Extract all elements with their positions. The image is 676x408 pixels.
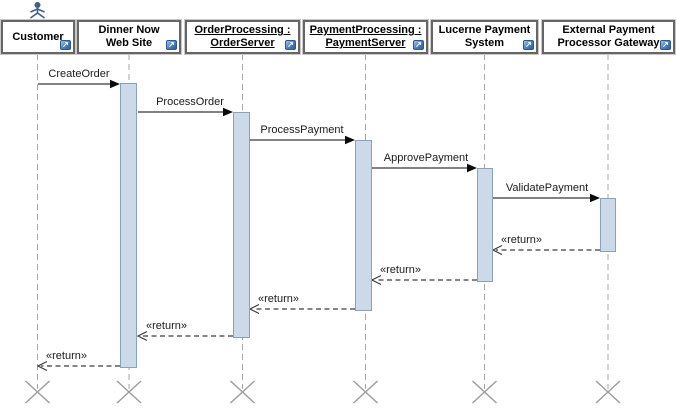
lifeline-label: Web Site: [105, 37, 153, 49]
message-label-create-order: CreateOrder: [48, 68, 110, 80]
lifeline-label: PaymentProcessing :: [309, 24, 422, 36]
navigate-icon[interactable]: ↗: [60, 40, 71, 50]
lifeline-head-dinner-now[interactable]: Dinner Now Web Site ↗: [77, 20, 181, 54]
navigate-icon[interactable]: ↗: [523, 40, 534, 50]
activation-bar-dinner-now[interactable]: [120, 83, 137, 368]
message-approve-payment-arrow[interactable]: [372, 163, 477, 173]
return-external-to-lucerne-arrow[interactable]: [491, 244, 600, 256]
message-label-process-payment: ProcessPayment: [260, 124, 344, 136]
message-label-process-order: ProcessOrder: [156, 96, 224, 108]
message-create-order-arrow[interactable]: [38, 79, 120, 89]
lifeline-head-order-processing[interactable]: OrderProcessing : OrderServer ↗: [185, 20, 300, 54]
activation-bar-lucerne[interactable]: [477, 168, 493, 282]
lifeline-label: PaymentServer: [325, 37, 406, 49]
lifeline-head-lucerne[interactable]: Lucerne Payment System ↗: [431, 20, 538, 54]
activation-bar-order-processing[interactable]: [233, 112, 250, 338]
lifeline-label: Lucerne Payment: [438, 24, 531, 36]
x-icon-order-processing: [230, 380, 255, 404]
message-label-return-1: «return»: [501, 234, 542, 246]
actor-icon: [30, 2, 45, 19]
x-icon-payment-processing: [353, 380, 378, 404]
message-label-validate-payment: ValidatePayment: [505, 182, 589, 194]
lifeline-label: Customer: [12, 30, 64, 43]
message-label-approve-payment: ApprovePayment: [383, 152, 469, 164]
message-label-return-5: «return»: [46, 350, 87, 362]
lifeline-label: System: [464, 37, 505, 49]
x-icon-customer: [25, 380, 50, 404]
message-label-return-4: «return»: [146, 320, 187, 332]
return-lucerne-to-payment-arrow[interactable]: [370, 274, 477, 286]
navigate-icon[interactable]: ↗: [413, 40, 424, 50]
message-label-return-3: «return»: [258, 293, 299, 305]
activation-bar-external-gateway[interactable]: [600, 198, 616, 252]
return-messages[interactable]: [36, 244, 600, 372]
return-order-to-dinnernow-arrow[interactable]: [136, 330, 233, 342]
navigate-icon[interactable]: ↗: [660, 40, 671, 50]
lifeline-head-customer[interactable]: Customer ↗: [1, 20, 75, 54]
call-messages[interactable]: [38, 79, 600, 203]
x-icon-dinner-now: [116, 380, 142, 404]
lifeline-label: Processor Gateway: [557, 37, 660, 49]
message-process-order-arrow[interactable]: [138, 107, 233, 117]
return-dinnernow-to-customer-arrow[interactable]: [36, 360, 120, 372]
lifeline-label: External Payment: [562, 24, 655, 36]
lifeline-label: Dinner Now: [98, 24, 160, 36]
navigate-icon[interactable]: ↗: [285, 40, 296, 50]
lifeline-head-payment-processing[interactable]: PaymentProcessing : PaymentServer ↗: [303, 20, 428, 54]
x-icon-external-gateway: [595, 380, 621, 404]
message-process-payment-arrow[interactable]: [250, 135, 355, 145]
lifeline-label: OrderServer: [210, 37, 275, 49]
navigate-icon[interactable]: ↗: [166, 40, 177, 50]
x-icon-lucerne: [472, 380, 497, 404]
return-payment-to-order-arrow[interactable]: [248, 303, 355, 315]
activation-bar-payment-processing[interactable]: [355, 140, 372, 311]
message-validate-payment-arrow[interactable]: [493, 193, 600, 203]
lifeline-label: OrderProcessing :: [194, 24, 291, 36]
lifeline-head-external-gateway[interactable]: External Payment Processor Gateway ↗: [542, 20, 675, 54]
message-label-return-2: «return»: [380, 264, 421, 276]
lifeline-end-x-icons: [25, 380, 621, 404]
